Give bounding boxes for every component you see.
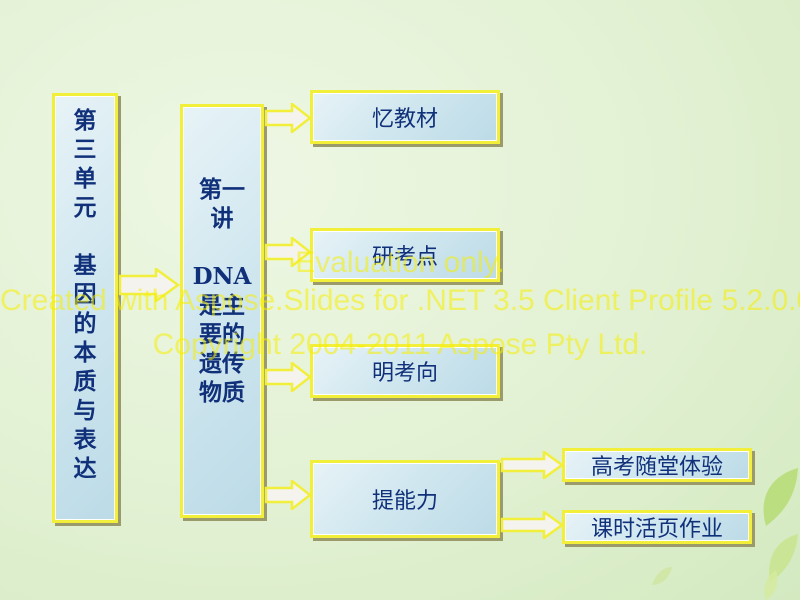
unit-title-box: 第 三 单 元 基 因 的 本 质 与 表 达 [52,93,118,523]
arrow-unit-to-lecture [118,268,180,302]
arrow-to-section-3 [264,362,312,392]
subsection-box-2[interactable]: 课时活页作业 [562,510,752,544]
arrow-to-section-4 [264,480,312,510]
lecture-title-box: 第一 讲 DNA 是主 要的 遗传 物质 [180,104,264,518]
subsection-box-1[interactable]: 高考随堂体验 [562,448,752,482]
arrow-to-subsection-1 [500,451,564,479]
arrow-to-subsection-2 [500,511,564,539]
section-box-3[interactable]: 明考向 [310,344,500,398]
subsection-label-1: 高考随堂体验 [590,455,723,480]
lecture-title-text: 第一 讲 DNA 是主 要的 遗传 物质 [192,176,252,406]
section-box-2[interactable]: 研考点 [310,228,500,282]
arrow-to-section-2 [264,237,312,267]
leaf-decoration-small [652,567,672,585]
section-label-4: 提能力 [371,489,438,514]
section-label-2: 研考点 [371,245,438,270]
section-box-4[interactable]: 提能力 [310,460,500,538]
section-box-1[interactable]: 忆教材 [310,90,500,144]
arrow-to-section-1 [264,103,312,133]
subsection-label-2: 课时活页作业 [590,517,723,542]
leaf-decoration [763,468,798,600]
section-label-1: 忆教材 [371,107,438,132]
section-label-3: 明考向 [371,361,438,386]
unit-title-text: 第 三 单 元 基 因 的 本 质 与 表 达 [73,107,97,482]
